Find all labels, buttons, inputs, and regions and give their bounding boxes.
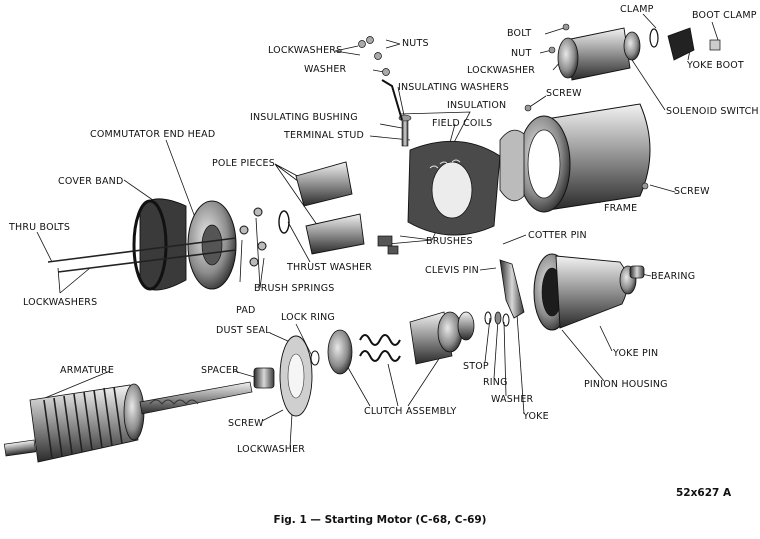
label-washer-top: WASHER: [304, 64, 347, 75]
label-pad: PAD: [236, 305, 256, 316]
label-solenoid-switch: SOLENOID SWITCH: [666, 106, 759, 117]
brush-part: [377, 235, 393, 247]
label-lockwasher-top: LOCKWASHER: [467, 65, 536, 76]
boot-clamp-part: [709, 39, 721, 51]
label-brushes: BRUSHES: [426, 236, 473, 247]
label-lock-ring: LOCK RING: [281, 312, 335, 323]
field-coils-part: [407, 140, 501, 236]
label-insulating-washers: INSULATING WASHERS: [398, 82, 510, 93]
label-stop: STOP: [463, 361, 489, 372]
label-ring: RING: [483, 377, 508, 388]
label-clutch-assembly: CLUTCH ASSEMBLY: [364, 406, 457, 417]
frame-part: [499, 103, 651, 213]
label-nuts: NUTS: [402, 38, 429, 49]
label-pole-pieces: POLE PIECES: [212, 158, 275, 169]
label-bolt: BOLT: [507, 28, 532, 39]
label-lockwasher-bottom: LOCKWASHER: [237, 444, 306, 455]
label-dust-seal: DUST SEAL: [216, 325, 271, 336]
label-bearing: BEARING: [651, 271, 696, 282]
label-spacer: SPACER: [201, 365, 239, 376]
label-cover-band: COVER BAND: [58, 176, 124, 187]
label-terminal-stud: TERMINAL STUD: [284, 130, 365, 141]
thrust-washer-part: [278, 210, 290, 234]
label-yoke-pin: YOKE PIN: [613, 348, 659, 359]
clutch-assembly-part: [327, 311, 475, 375]
bearing-part: [629, 265, 645, 279]
pole-piece-top: [295, 161, 353, 207]
label-boot-clamp: BOOT CLAMP: [692, 10, 757, 21]
label-thru-bolts: THRU BOLTS: [9, 222, 71, 233]
solenoid-switch-part: [557, 27, 641, 81]
label-lockwashers-left: LOCKWASHERS: [23, 297, 98, 308]
label-screw-bottom: SCREW: [228, 418, 264, 429]
label-washer-bottom: WASHER: [491, 394, 534, 405]
armature-part: [3, 381, 253, 463]
label-field-coils: FIELD COILS: [432, 118, 493, 129]
figure-code: 52x627 A: [676, 487, 732, 499]
pole-piece-bottom: [305, 213, 365, 255]
label-clevis-pin: CLEVIS PIN: [425, 265, 479, 276]
lock-ring-part: [310, 350, 320, 366]
label-insulating-bushing: INSULATING BUSHING: [250, 112, 358, 123]
label-cotter-pin: COTTER PIN: [528, 230, 587, 241]
label-screw-top: SCREW: [546, 88, 582, 99]
clamp-part: [649, 28, 659, 48]
label-armature: ARMATURE: [60, 365, 115, 376]
label-screw-right: SCREW: [674, 186, 710, 197]
pinion-housing-part: [533, 253, 637, 331]
label-insulation: INSULATION: [447, 100, 507, 111]
yoke-part: [499, 259, 525, 319]
yoke-boot-part: [667, 27, 695, 61]
label-clamp: CLAMP: [620, 4, 654, 15]
label-pinion-housing: PINION HOUSING: [584, 379, 668, 390]
cover-band-part: [132, 198, 187, 291]
label-lockwashers-top: LOCKWASHERS: [268, 45, 343, 56]
label-yoke-boot: YOKE BOOT: [687, 60, 744, 71]
spacer-part: [253, 367, 275, 389]
label-commutator-end-head: COMMUTATOR END HEAD: [90, 129, 216, 140]
label-frame: FRAME: [604, 203, 638, 214]
figure-caption: Fig. 1 — Starting Motor (C-68, C-69): [273, 514, 487, 526]
label-brush-springs: BRUSH SPRINGS: [254, 283, 335, 294]
label-yoke: YOKE: [523, 411, 549, 422]
label-nut: NUT: [511, 48, 532, 59]
label-thrust-washer: THRUST WASHER: [287, 262, 373, 273]
commutator-end-head-part: [187, 200, 237, 290]
